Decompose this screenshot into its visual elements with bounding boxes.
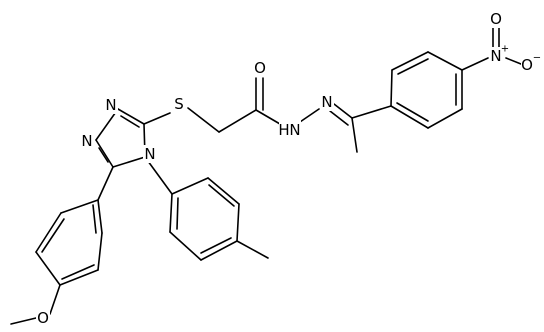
hydrazide-nh-atom: H N: [278, 120, 301, 140]
svg-text:O: O: [37, 309, 49, 327]
nitro-o-double-atom: O: [489, 10, 503, 28]
carbonyl-o-atom: O: [253, 59, 267, 77]
thioether-s-atom: S: [172, 95, 186, 113]
svg-text:H: H: [278, 121, 289, 139]
methoxy-o-atom: O: [36, 309, 50, 327]
svg-text:+: +: [501, 44, 509, 55]
svg-text:N: N: [144, 145, 155, 163]
triazole-n1-atom: N: [104, 96, 118, 114]
svg-text:N: N: [490, 47, 501, 65]
svg-text:O: O: [521, 56, 533, 74]
svg-text:S: S: [174, 95, 184, 113]
svg-text:O: O: [254, 59, 266, 77]
svg-text:N: N: [289, 121, 300, 139]
triazole-n4-atom: N: [143, 145, 157, 163]
nitro-o-minus-atom: O −: [521, 53, 541, 74]
triazole-n2-atom: N: [80, 132, 94, 150]
svg-text:−: −: [533, 53, 541, 64]
imine-n-atom: N: [320, 93, 334, 111]
svg-text:N: N: [81, 132, 92, 150]
svg-text:N: N: [321, 93, 332, 111]
svg-text:N: N: [105, 96, 116, 114]
bonds: [10, 27, 522, 325]
nitro-n-atom: N +: [489, 44, 509, 65]
svg-text:O: O: [490, 10, 502, 28]
atom-labels: N N N S O H N N N +: [36, 10, 541, 327]
